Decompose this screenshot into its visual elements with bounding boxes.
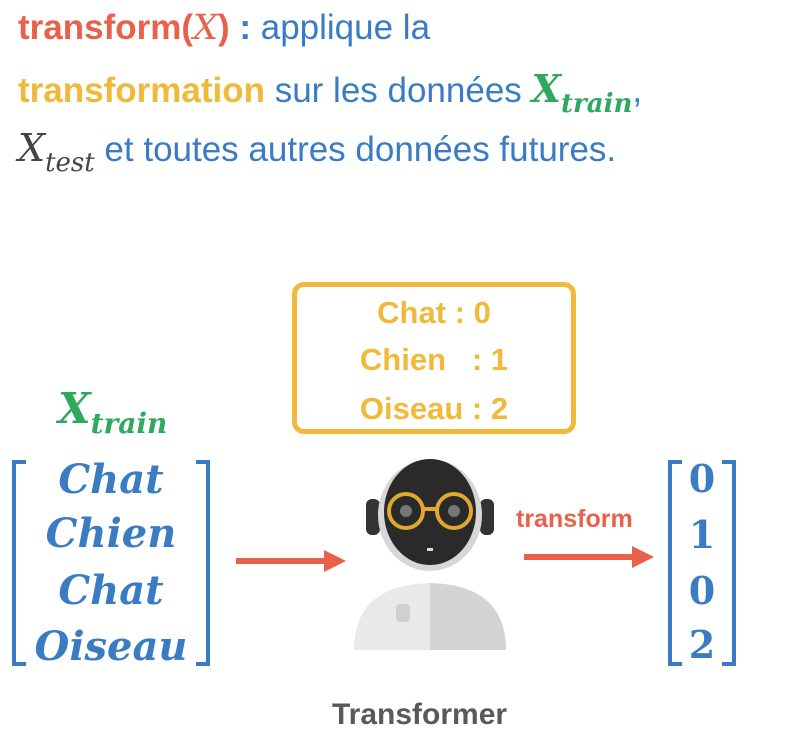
output-item: 1 — [688, 512, 716, 557]
transformer-label: Transformer — [332, 698, 508, 731]
mapping-row: Oiseau : 2 — [359, 391, 509, 426]
input-item: Oiseau — [34, 623, 188, 670]
output-left-bracket — [668, 460, 682, 666]
input-item: Chat — [58, 456, 164, 503]
output-item: 0 — [688, 568, 716, 613]
robot-icon — [354, 459, 506, 650]
header-line-2: transformation sur les données Xtrain, — [18, 66, 643, 119]
line2-text: sur les données — [264, 71, 532, 110]
x-test-subscript: test — [45, 148, 95, 178]
input-item: Chien — [45, 510, 177, 557]
output-item: 0 — [688, 456, 716, 501]
arrow-right-icon — [236, 550, 346, 572]
header-line-3: Xtest et toutes autres données futures. — [18, 126, 617, 178]
output-item: 2 — [688, 622, 716, 667]
encoding-mapping-box: Chat : 0 Chien : 1 Oiseau : 2 — [292, 282, 576, 434]
mapping-row: Chat : 0 — [377, 295, 491, 330]
x-train-label-var: X — [58, 384, 91, 433]
func-name: transform( — [18, 8, 194, 47]
x-train-label-subscript: train — [90, 407, 168, 440]
line1-text: applique la — [251, 8, 431, 47]
output-right-bracket — [722, 460, 736, 666]
func-close: ) — [217, 8, 230, 47]
x-test-var: X — [18, 126, 46, 170]
func-arg: X — [193, 8, 218, 48]
colon: : — [229, 8, 251, 47]
arrow-right-icon — [524, 546, 654, 568]
input-right-bracket — [196, 460, 210, 666]
x-train-label: Xtrain — [58, 384, 167, 440]
mapping-row: Chien : 1 — [359, 342, 509, 377]
keyword-transformation: transformation — [18, 71, 265, 110]
x-train-subscript: train — [561, 89, 633, 119]
comma: , — [632, 71, 643, 110]
input-left-bracket — [12, 460, 26, 666]
line3-text: et toutes autres données futures. — [94, 130, 617, 169]
x-train-var: X — [531, 66, 562, 111]
input-item: Chat — [58, 567, 164, 614]
transform-arrow-label: transform — [516, 505, 633, 533]
header-line-1: transform(X) : applique la — [18, 8, 430, 48]
